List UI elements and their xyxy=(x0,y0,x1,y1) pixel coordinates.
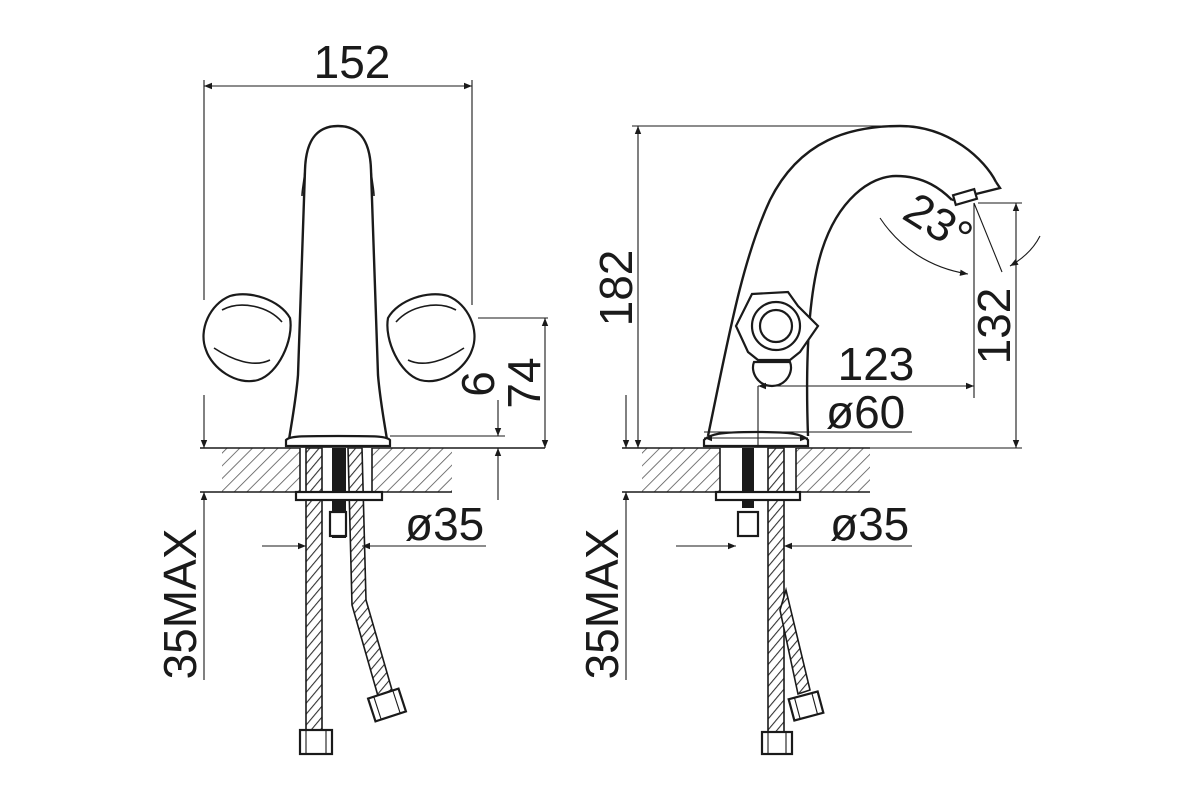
front-countertop xyxy=(200,447,545,493)
front-supply-hoses xyxy=(294,447,408,756)
dimension-reach-123: 123 xyxy=(757,338,974,446)
label-123: 123 xyxy=(838,338,915,390)
dimension-handle-74: 6 74 xyxy=(390,317,550,500)
label-diameter-35-side: ø35 xyxy=(830,498,909,550)
dimension-outlet-132: 132 xyxy=(808,202,1022,449)
dimension-deck-35max-side: 35MAX xyxy=(576,395,630,680)
side-view: 182 35MAX 132 123 ø60 xyxy=(576,124,1041,756)
label-6: 6 xyxy=(452,371,504,397)
side-supply-hoses xyxy=(714,447,825,756)
label-diameter-35-front: ø35 xyxy=(405,498,484,550)
dimension-deck-35max: 35MAX xyxy=(154,395,208,680)
front-faucet-body xyxy=(202,124,476,448)
front-view: 152 6 74 35MAX ø35 xyxy=(154,36,550,756)
label-152: 152 xyxy=(314,36,391,88)
label-182: 182 xyxy=(590,250,642,327)
label-132: 132 xyxy=(968,288,1020,365)
label-diameter-60: ø60 xyxy=(826,386,905,438)
dimension-base-60: ø60 xyxy=(704,386,912,442)
dimension-hole-35: ø35 xyxy=(262,498,486,550)
dimension-height-182: 182 xyxy=(590,125,900,448)
label-35max-side: 35MAX xyxy=(576,529,628,680)
dimension-width-152: 152 xyxy=(203,36,473,305)
label-74: 74 xyxy=(498,357,550,408)
side-faucet-body xyxy=(702,124,1002,448)
dimension-hole-35-side: ø35 xyxy=(676,498,912,550)
label-35max-front: 35MAX xyxy=(154,529,206,680)
